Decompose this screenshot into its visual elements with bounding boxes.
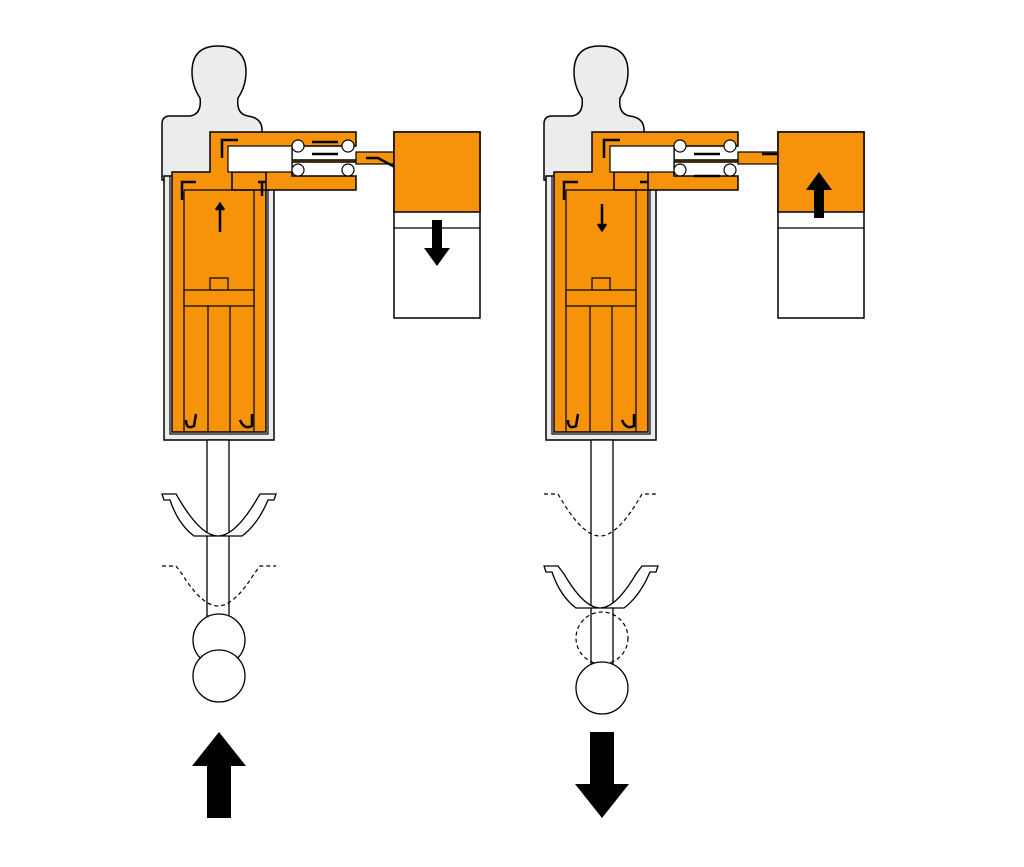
- arrow-icon: [806, 172, 832, 218]
- panel-compression: [161, 45, 481, 818]
- bump-cup: [543, 565, 659, 609]
- reservoir-fluid: [393, 131, 481, 213]
- piston-rod: [206, 439, 230, 617]
- arrow-icon: [575, 732, 629, 818]
- panel-rebound: [543, 45, 865, 818]
- flow-arrow-icon: [562, 138, 798, 429]
- piston-rod: [590, 439, 614, 667]
- arrow-icon: [424, 220, 450, 266]
- eyelet: [575, 661, 629, 715]
- bump-cup: [161, 493, 277, 537]
- bump-cup-ghost: [162, 565, 276, 607]
- eyelet-ghost: [192, 649, 246, 703]
- arrow-icon: [192, 732, 246, 818]
- eyelet-ghost: [575, 611, 629, 665]
